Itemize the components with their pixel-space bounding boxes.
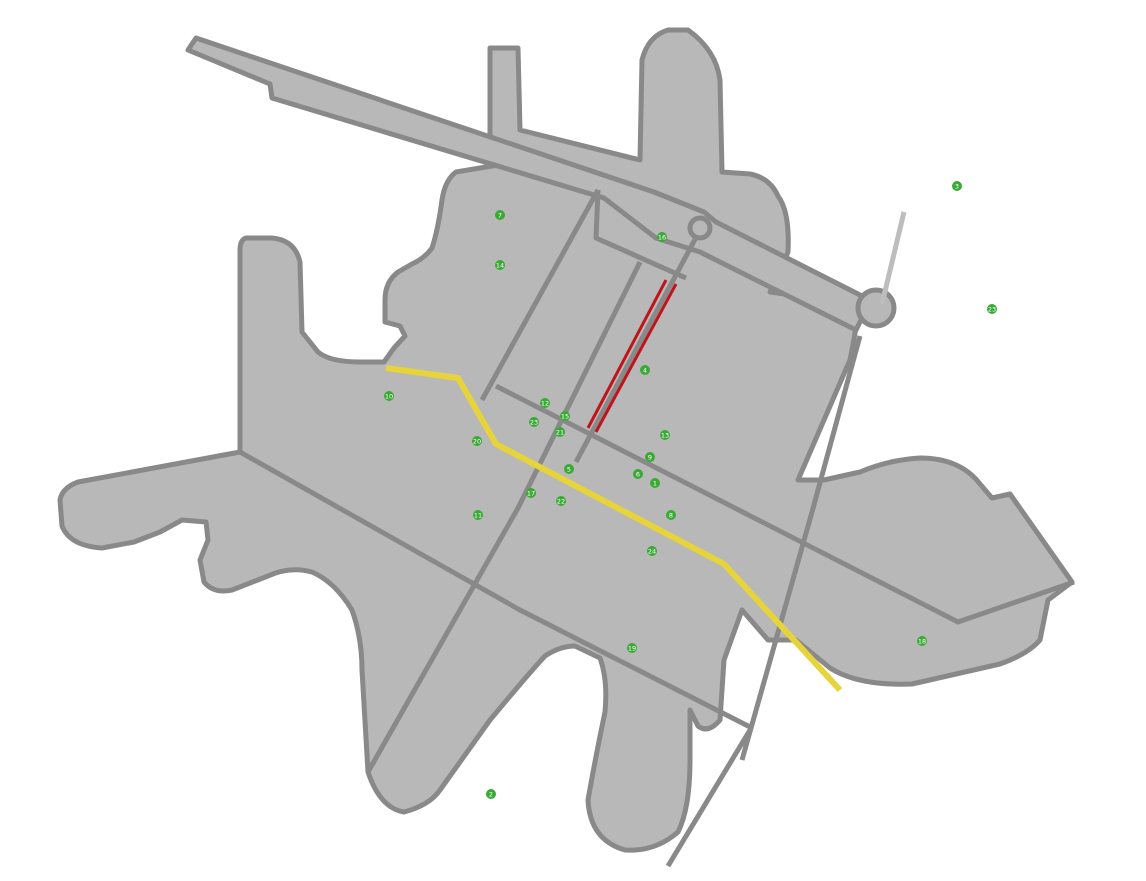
marker-label: 8 [669,512,673,520]
marker-dot[interactable] [645,452,655,462]
road-sw-ne-1 [365,260,643,774]
marker-label: 23 [530,419,538,427]
marker-23[interactable]: 23 [987,304,997,314]
marker-label: 6 [636,471,640,479]
marker-label: 10 [385,393,393,401]
marker-label: 1 [653,480,657,488]
marker-7[interactable]: 7 [495,210,505,220]
road-inner-box [593,189,688,281]
road-sw-ne-2 [479,188,601,402]
marker-label: 20 [473,438,481,446]
marker-dot[interactable] [650,478,660,488]
marker-label: 14 [496,262,504,270]
marker-dot[interactable] [917,636,927,646]
marker-label: 13 [661,432,669,440]
marker-13[interactable]: 13 [660,430,670,440]
marker-3[interactable]: 3 [952,181,962,191]
marker-16[interactable]: 16 [657,232,667,242]
marker-10[interactable]: 10 [384,391,394,401]
marker-19[interactable]: 19 [627,643,637,653]
marker-label: 22 [557,498,565,506]
marker-layer: 1234567891011121314151617181920212223232… [384,181,997,799]
marker-label: 11 [474,512,482,520]
marker-14[interactable]: 14 [495,260,505,270]
marker-dot[interactable] [560,411,570,421]
marker-dot[interactable] [472,436,482,446]
route-red-2 [594,283,678,433]
marker-23[interactable]: 23 [529,417,539,427]
highway-band [185,35,869,333]
marker-label: 9 [648,454,652,462]
marker-17[interactable]: 17 [526,488,536,498]
road-east-diagonal [739,335,863,761]
marker-label: 4 [643,367,647,375]
marker-dot[interactable] [540,398,550,408]
road-spur-light [879,211,907,305]
marker-label: 15 [561,413,569,421]
marker-dot[interactable] [473,510,483,520]
marker-label: 21 [556,429,564,437]
marker-1[interactable]: 1 [650,478,660,488]
marker-4[interactable]: 4 [640,365,650,375]
marker-18[interactable]: 18 [917,636,927,646]
marker-dot[interactable] [384,391,394,401]
marker-dot[interactable] [987,304,997,314]
marker-dot[interactable] [486,789,496,799]
marker-label: 16 [658,234,666,242]
road-south-spur [665,728,753,868]
marker-label: 18 [918,638,926,646]
marker-2[interactable]: 2 [486,789,496,799]
marker-11[interactable]: 11 [473,510,483,520]
roundabout-north [687,215,713,241]
road-nw-se-2 [494,383,1075,625]
marker-dot[interactable] [640,365,650,375]
marker-label: 5 [567,466,571,474]
marker-12[interactable]: 12 [540,398,550,408]
marker-20[interactable]: 20 [472,436,482,446]
marker-22[interactable]: 22 [556,496,566,506]
marker-8[interactable]: 8 [666,510,676,520]
marker-5[interactable]: 5 [564,464,574,474]
marker-6[interactable]: 6 [633,469,643,479]
marker-dot[interactable] [647,546,657,556]
marker-dot[interactable] [526,488,536,498]
marker-label: 19 [628,645,636,653]
route-red-1 [586,279,668,429]
marker-24[interactable]: 24 [647,546,657,556]
marker-label: 24 [648,548,656,556]
marker-9[interactable]: 9 [645,452,655,462]
road-nw-se-1 [238,449,754,731]
marker-dot[interactable] [627,643,637,653]
marker-dot[interactable] [657,232,667,242]
marker-label: 2 [489,791,493,799]
marker-label: 12 [541,400,549,408]
marker-label: 7 [498,212,502,220]
marker-15[interactable]: 15 [560,411,570,421]
marker-dot[interactable] [495,210,505,220]
map-area [57,27,1075,853]
marker-dot[interactable] [564,464,574,474]
roundabout-east [855,287,897,329]
marker-dot[interactable] [633,469,643,479]
marker-label: 23 [988,306,996,314]
marker-label: 3 [955,183,959,191]
marker-dot[interactable] [529,417,539,427]
route-yellow[interactable] [385,365,843,693]
marker-dot[interactable] [495,260,505,270]
marker-21[interactable]: 21 [555,427,565,437]
marker-dot[interactable] [666,510,676,520]
marker-dot[interactable] [660,430,670,440]
marker-dot[interactable] [556,496,566,506]
road-spur-center [573,228,703,464]
marker-label: 17 [527,490,535,498]
marker-dot[interactable] [952,181,962,191]
marker-dot[interactable] [555,427,565,437]
